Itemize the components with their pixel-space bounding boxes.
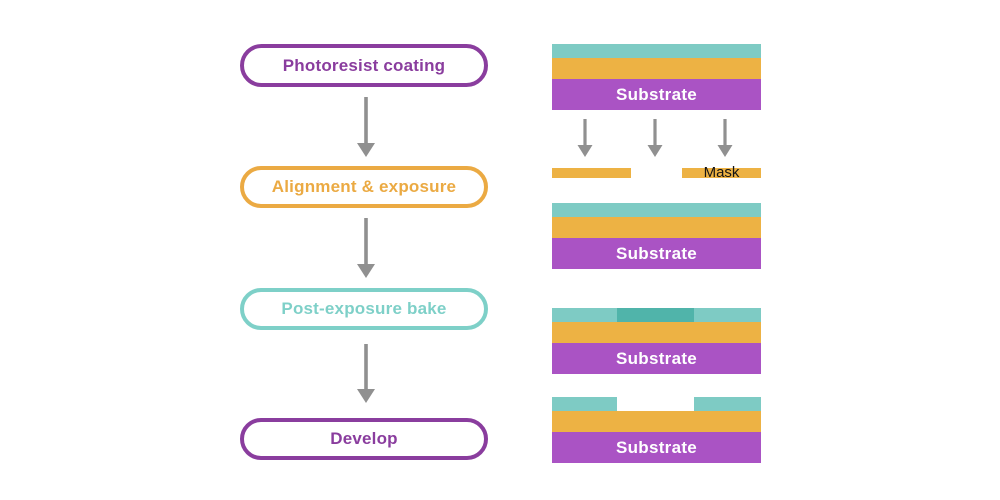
substrate-layer: Substrate [552, 79, 761, 110]
photoresist-layer-patterned [552, 397, 761, 411]
mask-label: Mask [703, 164, 740, 181]
substrate-layer: Substrate [552, 432, 761, 463]
substrate-label: Substrate [615, 348, 698, 368]
photoresist-layer [552, 308, 761, 322]
substrate-label: Substrate [615, 437, 698, 457]
flow-arrow-down-1 [357, 97, 375, 157]
film-layer [552, 217, 761, 238]
flow-node-label: Photoresist coating [282, 55, 446, 75]
flow-node-label: Develop [330, 429, 398, 448]
flow-arrow-down-3 [357, 344, 375, 403]
substrate-layer: Substrate [552, 343, 761, 374]
film-layer [552, 411, 761, 432]
mask-bar-right: Mask [682, 164, 761, 181]
uv-exposure-arrow [647, 119, 663, 157]
wafer-stack-coated: Substrate [552, 44, 761, 110]
flow-node-photoresist-coating: Photoresist coating [240, 44, 488, 87]
photoresist-layer [552, 44, 761, 58]
flow-node-post-exposure-bake: Post-exposure bake [240, 288, 488, 330]
film-layer [552, 58, 761, 79]
photoresist-layer [552, 203, 761, 217]
flow-node-label: Post-exposure bake [281, 299, 447, 318]
substrate-layer: Substrate [552, 238, 761, 269]
resist-segment-left [552, 397, 617, 411]
flow-node-develop: Develop [240, 418, 488, 460]
uv-exposure-arrow [577, 119, 593, 157]
substrate-label: Substrate [615, 243, 698, 263]
flow-node-alignment-exposure: Alignment & exposure [240, 166, 488, 208]
film-layer [552, 322, 761, 343]
flow-node-label: Alignment & exposure [271, 177, 457, 196]
flow-arrow-down-2 [357, 218, 375, 278]
resist-segment-right [694, 397, 761, 411]
substrate-label: Substrate [615, 84, 698, 104]
wafer-stack-exposed-under-mask: Substrate [552, 203, 761, 269]
uv-exposure-arrow [717, 119, 733, 157]
wafer-stack-developed: Substrate [552, 397, 761, 463]
wafer-stack-post-exposure-bake: Substrate [552, 308, 761, 374]
mask-bar-left [552, 168, 631, 178]
exposed-resist-region [617, 308, 694, 322]
